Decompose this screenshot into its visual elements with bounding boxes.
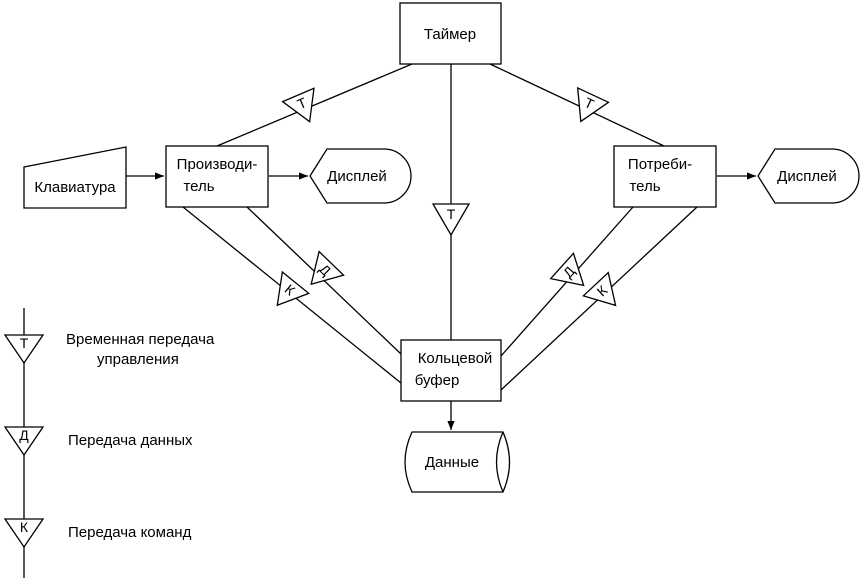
timer-label: Таймер [424,26,476,43]
display-right-node[interactable]: Дисплей [757,148,860,204]
legend-command-symbol: К [3,518,45,549]
flag-consumer-ring-data: Д [549,252,585,287]
timer-consumer-line [489,63,665,147]
ring-buffer-node[interactable]: Кольцевой буфер [400,339,502,402]
legend-data-symbol-label: Д [19,427,29,443]
flag-timer-ring-label: Т [447,206,456,222]
producer-label-line1: Производи- [177,156,258,173]
display-left-label: Дисплей [327,168,387,185]
consumer-label-line2: тель [629,178,660,195]
display-right-label: Дисплей [777,168,837,185]
data-store-label: Данные [425,454,479,471]
flag-timer-ring: Т [431,203,471,237]
producer-label-line2: тель [183,178,214,195]
ring-buffer-label-line1: Кольцевой [418,350,493,367]
data-store-node[interactable]: Данные [404,431,511,493]
legend-timer-symbol: Т [3,334,45,365]
legend-command-label: Передача команд [68,524,192,541]
legend-timer-label-line2: управления [97,351,179,368]
ring-buffer-label-line2: буфер [415,372,460,389]
legend-data-symbol: Д [3,426,45,457]
consumer-label-line1: Потреби- [628,156,692,173]
keyboard-node[interactable]: Клавиатура [23,146,127,209]
flag-timer-producer: Т [281,87,315,123]
producer-node[interactable]: Производи- тель [165,145,269,208]
timer-producer-line [216,63,413,147]
consumer-node[interactable]: Потреби- тель [613,145,717,208]
connectors [23,63,756,578]
legend-command-symbol-label: К [20,519,29,535]
timer-node[interactable]: Таймер [399,2,502,65]
keyboard-label: Клавиатура [34,179,116,196]
flag-producer-ring-data: Д [310,250,345,286]
legend: Т Временная передача управления Д Переда… [3,331,215,549]
flag-producer-ring-command: К [276,270,311,307]
legend-data-label: Передача данных [68,432,193,449]
legend-timer-label-line1: Временная передача [66,331,215,348]
flag-timer-consumer: Т [576,86,610,123]
display-left-node[interactable]: Дисплей [309,148,412,204]
flag-consumer-ring-command: К [582,271,617,307]
legend-timer-symbol-label: Т [20,335,29,351]
